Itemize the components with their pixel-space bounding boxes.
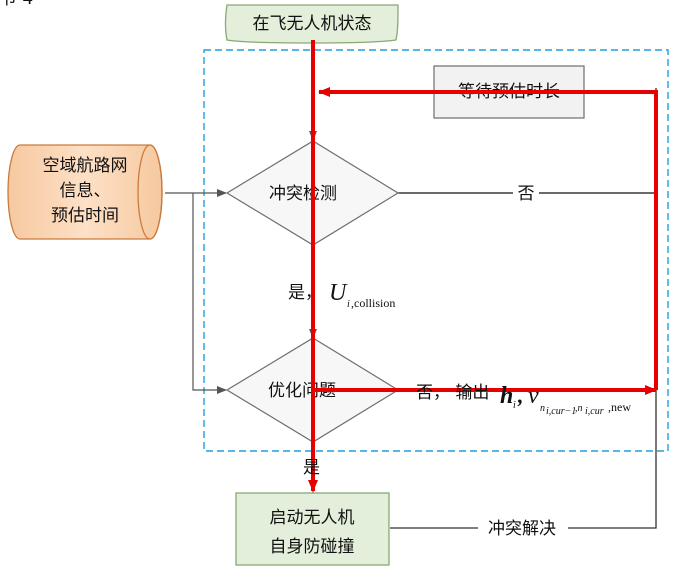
title-fragment: 节 4 [0, 0, 33, 9]
red-path-loop [318, 87, 658, 390]
label-comma: , [517, 383, 524, 408]
label-bg-no1 [513, 182, 539, 204]
node-uav-state [224, 4, 399, 44]
label-yes-collision: 是， U i ,collision [288, 280, 395, 310]
node-avoid-line2: 自身防碰撞 [270, 537, 355, 557]
label-v-sub-cur2: i,cur [585, 406, 604, 417]
label-v: v [528, 383, 539, 409]
label-u-sub-i: i [347, 299, 350, 310]
label-h-sub: i [513, 400, 516, 411]
label-yes-prefix: 是， [288, 283, 322, 303]
edge-source-to-optimize [192, 193, 227, 394]
label-v-sub-cur1: i,cur−1 [546, 406, 576, 417]
node-optimize-label: 优化问题 [268, 381, 336, 401]
node-uav-state-label: 在飞无人机状态 [253, 14, 372, 34]
label-yes-optimize: 是 [303, 458, 320, 478]
node-source-line2: 信息、 [60, 181, 111, 201]
node-self-avoidance [235, 492, 390, 566]
label-no-output: 否， 输出 h i , v n i,cur−1 ,n i,cur ,new [416, 383, 631, 417]
dashed-region [203, 49, 669, 452]
label-v-sub-n1: n [540, 403, 545, 414]
node-source-line1: 空域航路网 [43, 156, 128, 176]
label-h: h [500, 383, 513, 409]
label-no-output-prefix: 否， 输出 [416, 383, 489, 403]
node-source-line3: 预估时间 [51, 206, 119, 226]
label-no-check: 否 [518, 184, 535, 204]
label-v-sub-new: ,new [608, 400, 631, 414]
label-resolve: 冲突解决 [488, 519, 556, 539]
edge-resolve-loop [390, 88, 657, 529]
label-v-sub-n2: ,n [575, 403, 583, 414]
node-avoid-line1: 启动无人机 [270, 508, 355, 528]
node-airspace-source [7, 144, 163, 240]
label-bg-resolve [478, 517, 568, 539]
label-u-var: U [329, 280, 348, 306]
label-u-sub-collision: ,collision [351, 296, 395, 310]
node-collision-check-label: 冲突检测 [269, 184, 337, 204]
